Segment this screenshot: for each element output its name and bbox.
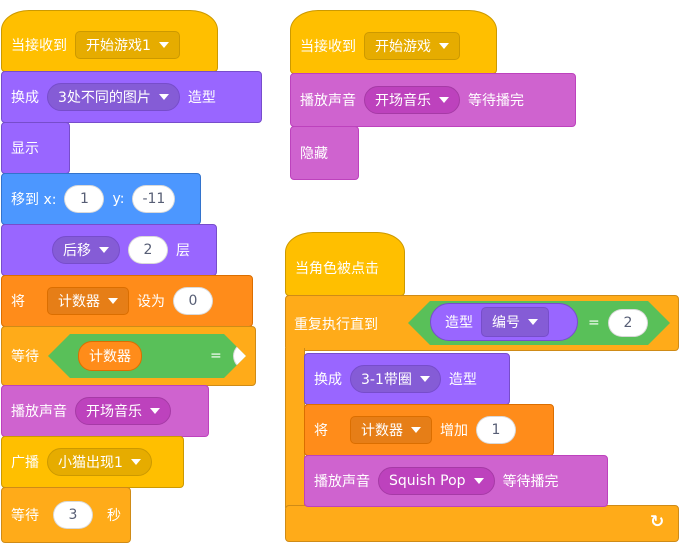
show-label: 显示 bbox=[11, 141, 39, 157]
hide-label: 隐藏 bbox=[300, 146, 328, 162]
play-label: 播放声音 bbox=[314, 474, 370, 490]
chevron-down-icon bbox=[528, 319, 538, 325]
broadcast-value: 小猫出现1 bbox=[58, 455, 123, 471]
equals-sign: = bbox=[210, 348, 222, 364]
chevron-down-icon bbox=[99, 247, 109, 253]
play-label: 播放声音 bbox=[11, 404, 67, 420]
play-sound-until-done-block[interactable]: 播放声音 Squish Pop 等待播完 bbox=[304, 455, 608, 507]
go-to-xy-block[interactable]: 移到 x: 1 y: -11 bbox=[1, 173, 201, 225]
message-value: 开始游戏 bbox=[375, 39, 431, 55]
switch-suffix: 造型 bbox=[448, 372, 477, 388]
equals-operator[interactable]: 计数器 = 3 bbox=[48, 334, 246, 378]
chevron-down-icon bbox=[108, 298, 118, 304]
sound-value: 开场音乐 bbox=[375, 93, 431, 109]
hide-block[interactable]: 隐藏 bbox=[290, 126, 359, 180]
costume-reporter-label: 造型 bbox=[445, 315, 473, 331]
layer-suffix: 层 bbox=[176, 243, 190, 259]
change-variable-block[interactable]: 将 计数器 增加 1 bbox=[304, 404, 554, 456]
wait-suffix: 秒 bbox=[107, 508, 121, 524]
play-label: 播放声音 bbox=[300, 93, 356, 109]
change-label: 将 bbox=[314, 423, 328, 439]
chevron-down-icon bbox=[411, 427, 421, 433]
set-variable-block[interactable]: 将 计数器 设为 0 bbox=[1, 275, 253, 327]
go-backward-layers-block[interactable]: 后移 2 层 bbox=[1, 224, 217, 276]
switch-suffix: 造型 bbox=[187, 90, 216, 106]
variable-value: 计数器 bbox=[58, 294, 100, 310]
costume-dropdown[interactable]: 3处不同的图片 bbox=[47, 83, 180, 111]
wait-until-label: 等待 bbox=[11, 349, 39, 365]
sound-dropdown[interactable]: 开场音乐 bbox=[75, 397, 171, 425]
change-value-input[interactable]: 1 bbox=[476, 416, 516, 444]
wait-seconds-block[interactable]: 等待 3 秒 bbox=[1, 487, 131, 543]
set-value-input[interactable]: 0 bbox=[173, 287, 213, 315]
repeat-label: 重复执行直到 bbox=[294, 317, 378, 333]
chevron-down-icon bbox=[158, 94, 169, 100]
switch-costume-block[interactable]: 换成 3处不同的图片 造型 bbox=[1, 71, 262, 123]
costume-value: 3-1带圈 bbox=[361, 372, 412, 388]
equals-sign: = bbox=[588, 315, 600, 331]
broadcast-block[interactable]: 广播 小猫出现1 bbox=[1, 436, 184, 488]
chevron-down-icon bbox=[439, 97, 449, 103]
set-label: 将 bbox=[11, 294, 25, 310]
sound-dropdown[interactable]: 开场音乐 bbox=[364, 86, 460, 114]
variable-dropdown[interactable]: 计数器 bbox=[47, 287, 129, 315]
variable-dropdown[interactable]: 计数器 bbox=[350, 416, 432, 444]
costume-dropdown[interactable]: 3-1带圈 bbox=[350, 365, 441, 393]
hat-label: 当接收到 bbox=[300, 39, 356, 55]
broadcast-dropdown[interactable]: 小猫出现1 bbox=[47, 448, 152, 476]
layer-direction-dropdown[interactable]: 后移 bbox=[52, 236, 120, 264]
costume-reporter[interactable]: 造型 编号 bbox=[430, 303, 578, 341]
message-dropdown[interactable]: 开始游戏 bbox=[364, 32, 460, 60]
switch-costume-block[interactable]: 换成 3-1带圈 造型 bbox=[304, 353, 510, 405]
play-sound-until-done-block[interactable]: 播放声音 开场音乐 等待播完 bbox=[290, 73, 576, 127]
broadcast-label: 广播 bbox=[11, 455, 39, 471]
sound-value: Squish Pop bbox=[389, 473, 466, 489]
costume-value: 3处不同的图片 bbox=[58, 90, 151, 106]
repeat-until-arm bbox=[285, 348, 305, 508]
y-input[interactable]: -11 bbox=[132, 185, 176, 213]
chevron-down-icon bbox=[439, 43, 449, 49]
layer-direction-value: 后移 bbox=[63, 243, 91, 259]
chevron-down-icon bbox=[419, 376, 430, 382]
variable-value: 计数器 bbox=[361, 423, 403, 439]
layers-input[interactable]: 2 bbox=[128, 236, 168, 264]
costume-property-dropdown[interactable]: 编号 bbox=[481, 307, 549, 337]
x-input[interactable]: 1 bbox=[64, 185, 105, 213]
costume-property-value: 编号 bbox=[492, 315, 520, 331]
message-dropdown[interactable]: 开始游戏1 bbox=[75, 31, 180, 59]
play-suffix: 等待播完 bbox=[468, 93, 524, 109]
set-mid-label: 设为 bbox=[137, 294, 165, 310]
play-suffix: 等待播完 bbox=[502, 474, 559, 490]
hat-label: 当接收到 bbox=[11, 38, 67, 54]
chevron-down-icon bbox=[158, 42, 169, 48]
sound-dropdown[interactable]: Squish Pop bbox=[378, 467, 495, 495]
show-block[interactable]: 显示 bbox=[1, 122, 70, 174]
switch-label: 换成 bbox=[11, 90, 39, 106]
equals-value-input[interactable]: 2 bbox=[608, 309, 648, 337]
play-sound-block[interactable]: 播放声音 开场音乐 bbox=[1, 385, 209, 437]
chevron-down-icon bbox=[130, 459, 141, 465]
when-sprite-clicked-hat-block[interactable]: 当角色被点击 bbox=[285, 232, 405, 296]
repeat-until-bottom bbox=[285, 505, 679, 542]
y-label: y: bbox=[112, 191, 125, 207]
chevron-down-icon bbox=[150, 408, 160, 414]
wait-seconds-input[interactable]: 3 bbox=[53, 501, 93, 529]
wait-label: 等待 bbox=[11, 508, 39, 524]
counter-reporter[interactable]: 计数器 bbox=[78, 341, 142, 371]
change-mid-label: 增加 bbox=[440, 423, 468, 439]
loop-arrow-icon: ↻ bbox=[650, 512, 665, 532]
costume-equals-operator[interactable]: 造型 编号 = 2 bbox=[408, 301, 670, 345]
message-value: 开始游戏1 bbox=[86, 38, 151, 54]
goto-label: 移到 x: bbox=[11, 192, 57, 208]
chevron-down-icon bbox=[473, 478, 484, 484]
when-i-receive-hat-block[interactable]: 当接收到 开始游戏 bbox=[290, 10, 497, 74]
counter-value: 计数器 bbox=[89, 349, 131, 365]
sound-value: 开场音乐 bbox=[86, 404, 142, 420]
hat-label: 当角色被点击 bbox=[295, 261, 379, 277]
switch-label: 换成 bbox=[314, 372, 342, 388]
when-i-receive-hat-block[interactable]: 当接收到 开始游戏1 bbox=[1, 10, 218, 72]
